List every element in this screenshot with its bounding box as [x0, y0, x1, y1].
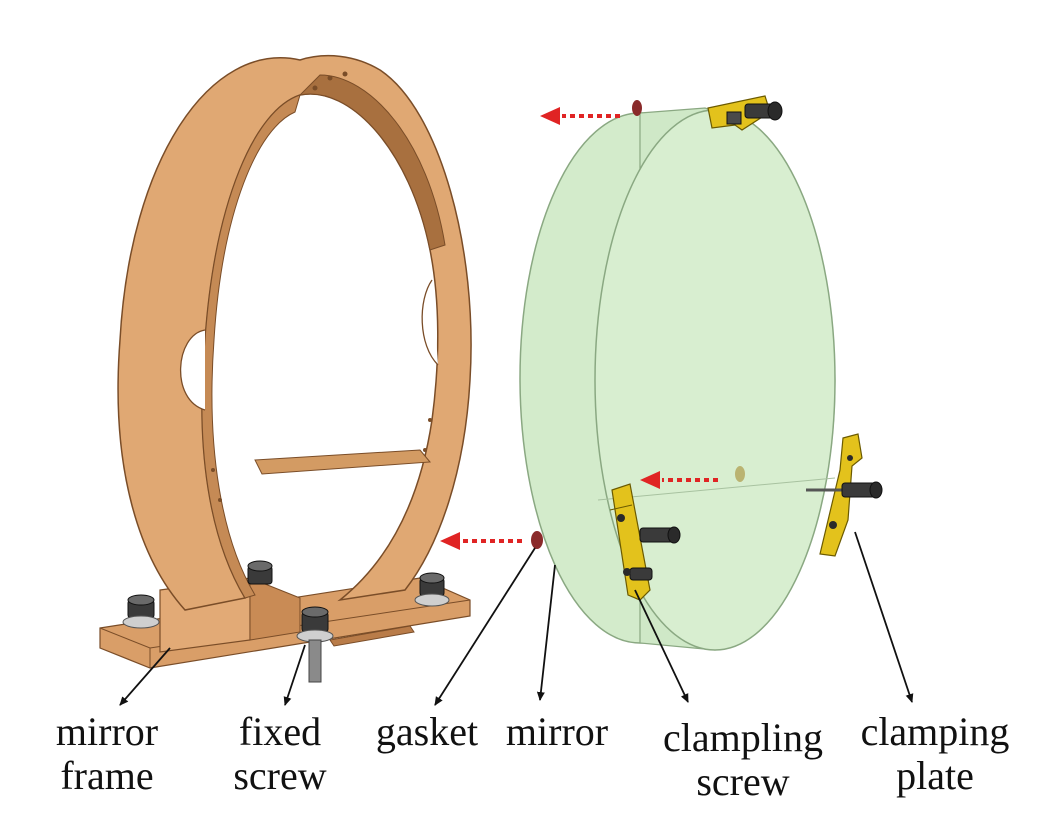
arrow-middle [640, 471, 718, 489]
leader-mirror-frame [119, 647, 171, 706]
label-fixed-screw-line1: fixed [238, 709, 322, 754]
assembly-arrows [440, 107, 718, 550]
clamping-plate-middle [609, 483, 681, 601]
label-clamping-screw: clampling screw [643, 716, 843, 804]
fixed-screw-4 [414, 572, 450, 607]
label-gasket: gasket [352, 710, 502, 754]
gaskets [531, 100, 745, 549]
label-mirror-text: mirror [505, 709, 609, 754]
arrow-top [540, 107, 620, 125]
mirror [519, 107, 836, 651]
fixed-screw-1 [122, 594, 160, 629]
leader-clamping-screw [634, 589, 689, 703]
gasket-top [632, 100, 642, 116]
gasket-bottom [531, 531, 543, 549]
fixed-screw-2 [247, 560, 273, 585]
clamping-plate-top [707, 95, 783, 131]
label-mirror-frame: mirror frame [22, 710, 192, 798]
label-mirror-frame-line1: mirror [55, 709, 159, 754]
clamping-plate-right [806, 433, 883, 557]
label-gasket-text: gasket [375, 709, 479, 754]
leader-fixed-screw [283, 644, 306, 706]
mirror-frame [99, 54, 472, 669]
label-fixed-screw: fixed screw [205, 710, 355, 798]
label-fixed-screw-line2: screw [233, 753, 327, 798]
gasket-middle [735, 466, 745, 482]
fixed-screw-3 [296, 606, 334, 683]
clamping-screw [617, 514, 681, 581]
arrow-bottom [440, 532, 522, 550]
label-clamping-plate-line1: clamping [860, 709, 1010, 754]
fixed-screws [122, 560, 450, 683]
label-clamping-plate: clamping plate [840, 710, 1030, 798]
leader-gasket [434, 547, 536, 706]
label-mirror: mirror [487, 710, 627, 754]
label-mirror-frame-line2: frame [60, 753, 154, 798]
label-clamping-screw-line2: screw [696, 759, 790, 804]
leader-mirror [536, 564, 556, 701]
frame-ring [117, 54, 472, 611]
leader-clamping-plate [854, 531, 914, 703]
leader-lines [119, 531, 914, 706]
label-clamping-screw-line1: clampling [663, 715, 823, 760]
label-clamping-plate-line2: plate [896, 753, 974, 798]
